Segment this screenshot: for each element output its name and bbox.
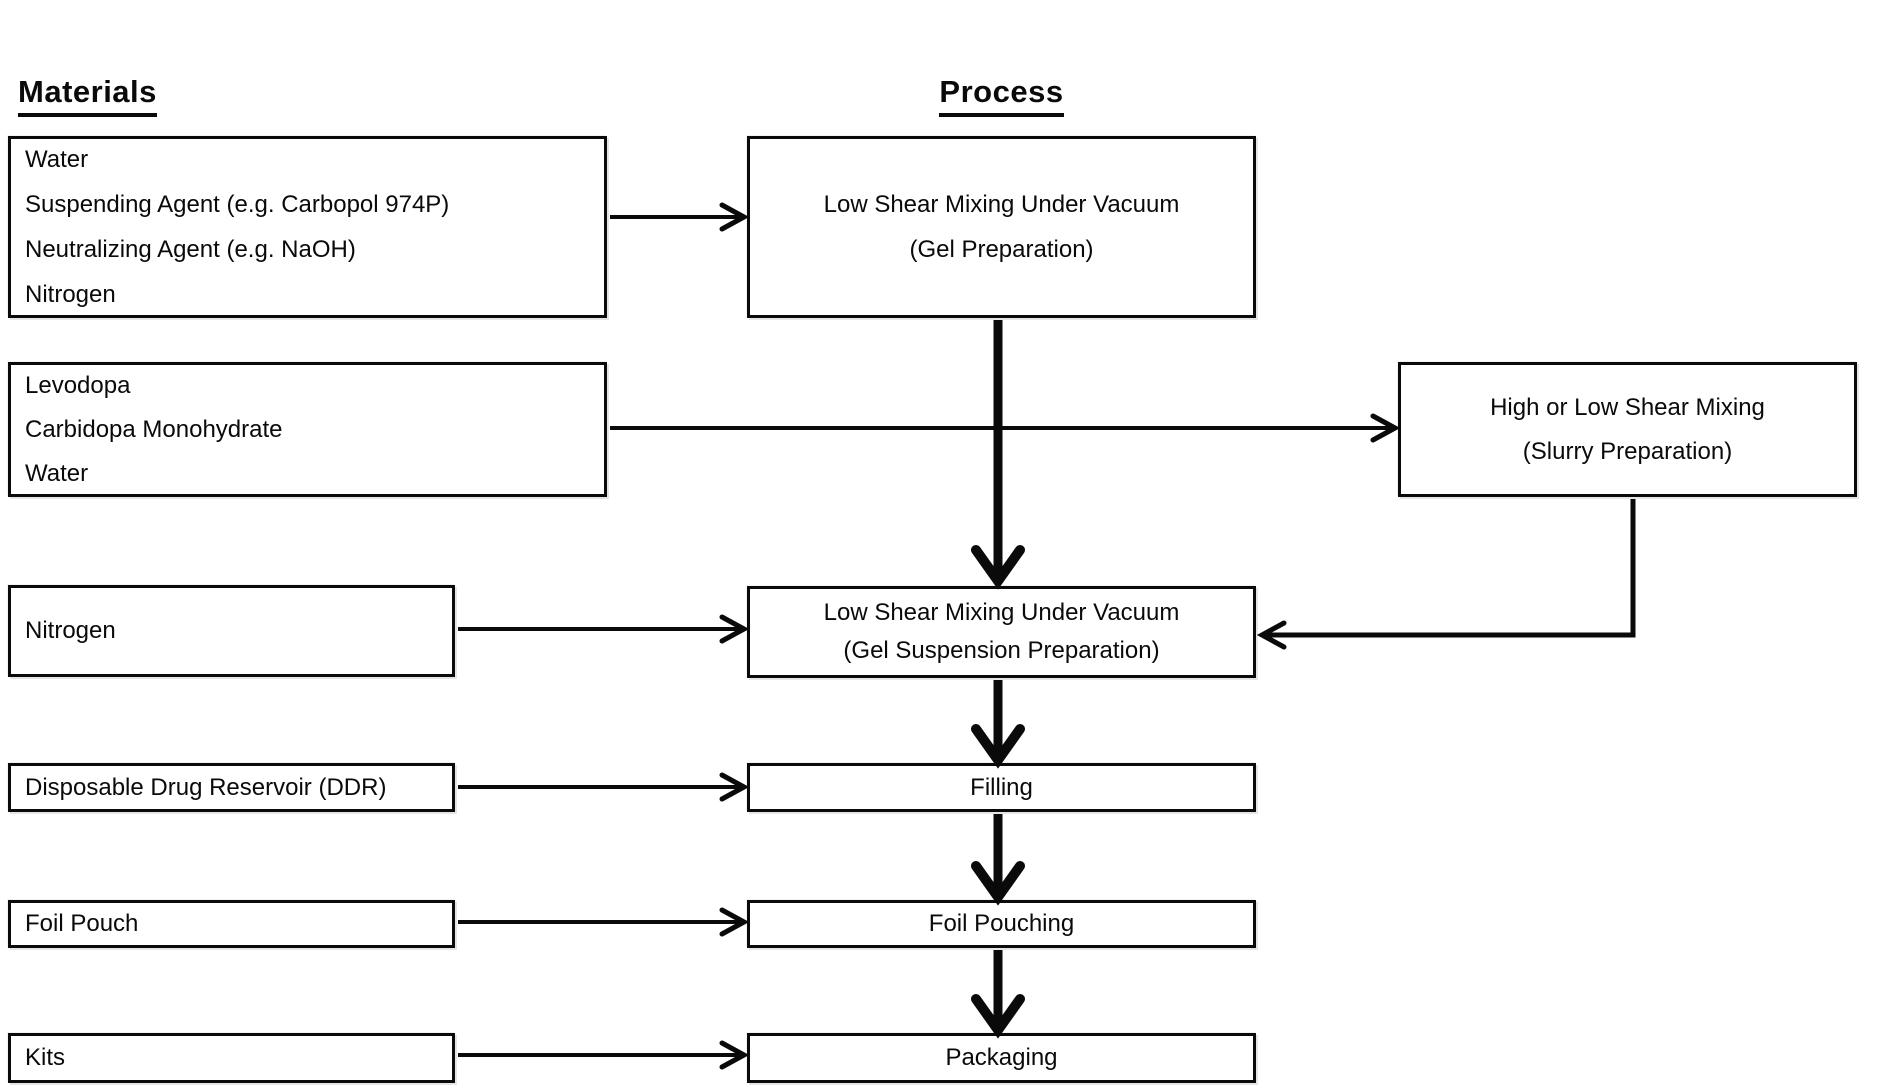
process-line: (Gel Preparation) <box>909 236 1094 263</box>
process-box-gel-preparation: Low Shear Mixing Under Vacuum (Gel Prepa… <box>747 136 1256 318</box>
material-line: Disposable Drug Reservoir (DDR) <box>25 773 387 801</box>
material-box-nitrogen: Nitrogen <box>8 585 455 677</box>
process-line: (Slurry Preparation) <box>1522 437 1733 465</box>
material-line: Suspending Agent (e.g. Carbopol 974P) <box>25 191 450 218</box>
arrow-ddr-to-filling <box>458 772 750 802</box>
arrow-nitrogen-to-gel-suspension <box>458 614 750 644</box>
material-line: Kits <box>25 1044 66 1071</box>
process-box-foil-pouching: Foil Pouching <box>747 900 1256 948</box>
process-line: Filling <box>970 773 1033 801</box>
arrow-slurry-to-gel-suspension <box>1256 499 1636 650</box>
materials-header-label: Materials <box>18 74 157 117</box>
arrow-foil-pouching-to-packaging <box>971 950 1025 1039</box>
material-line: Neutralizing Agent (e.g. NaOH) <box>25 236 356 263</box>
process-box-packaging: Packaging <box>747 1033 1256 1083</box>
process-line: High or Low Shear Mixing <box>1490 393 1765 421</box>
material-line: Nitrogen <box>25 617 116 644</box>
material-line: Water <box>25 459 89 487</box>
material-box-gel-ingredients: Water Suspending Agent (e.g. Carbopol 97… <box>8 136 607 318</box>
material-box-disposable-drug-reservoir: Disposable Drug Reservoir (DDR) <box>8 763 455 812</box>
process-column-header: Process <box>747 74 1256 117</box>
material-line: Water <box>25 146 89 173</box>
process-line: (Gel Suspension Preparation) <box>843 637 1160 664</box>
material-box-slurry-ingredients: Levodopa Carbidopa Monohydrate Water <box>8 362 607 497</box>
arrow-slurry-ingredients-to-slurry-preparation <box>610 413 1401 443</box>
material-box-kits: Kits <box>8 1033 455 1083</box>
process-line: Packaging <box>945 1044 1058 1071</box>
material-line: Foil Pouch <box>25 910 139 937</box>
process-header-label: Process <box>939 74 1064 117</box>
material-line: Carbidopa Monohydrate <box>25 415 283 443</box>
process-box-slurry-preparation: High or Low Shear Mixing (Slurry Prepara… <box>1398 362 1857 497</box>
process-line: Low Shear Mixing Under Vacuum <box>823 599 1180 626</box>
material-line: Nitrogen <box>25 281 116 308</box>
materials-column-header: Materials <box>18 74 157 117</box>
arrow-foil-pouch-to-foil-pouching <box>458 907 750 937</box>
arrow-kits-to-packaging <box>458 1040 750 1070</box>
arrow-gel-ingredients-to-gel-preparation <box>610 202 750 232</box>
process-box-filling: Filling <box>747 763 1256 812</box>
arrow-filling-to-foil-pouching <box>971 814 1025 906</box>
material-box-foil-pouch: Foil Pouch <box>8 900 455 948</box>
process-line: Foil Pouching <box>928 910 1075 937</box>
arrow-gel-suspension-to-filling <box>971 680 1025 769</box>
material-line: Levodopa <box>25 371 131 399</box>
process-line: Low Shear Mixing Under Vacuum <box>823 191 1180 218</box>
arrow-gel-prep-to-gel-suspension <box>971 320 1025 590</box>
process-box-gel-suspension-preparation: Low Shear Mixing Under Vacuum (Gel Suspe… <box>747 586 1256 678</box>
